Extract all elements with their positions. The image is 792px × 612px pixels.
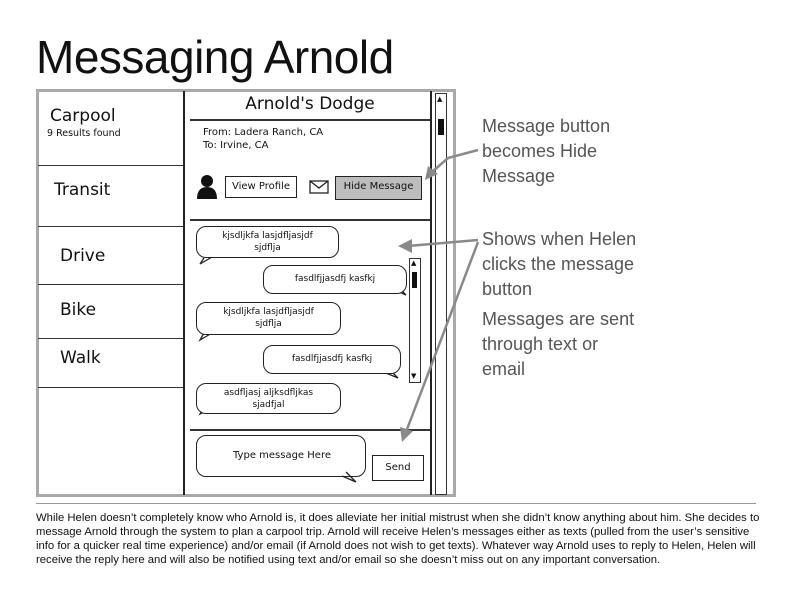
route-from: From: Ladera Ranch, CA <box>203 127 324 138</box>
scroll-up-arrow-icon[interactable]: ▲ <box>437 95 443 103</box>
message-text: fasdlfjjasdfj kasfkj <box>291 354 373 364</box>
annotation-hide-message: Message button becomes Hide Message <box>482 114 610 189</box>
compose-divider <box>190 429 430 431</box>
sidebar-item-label: Drive <box>60 246 106 266</box>
view-profile-button[interactable]: View Profile <box>225 176 297 198</box>
sidebar-divider <box>183 91 185 495</box>
route-info: From: Ladera Ranch, CA To: Irvine, CA <box>203 126 323 152</box>
main-scrollbar[interactable]: ▲ <box>435 93 447 495</box>
sidebar-item-walk[interactable]: Walk <box>38 339 184 388</box>
input-bubble-tail <box>341 471 357 483</box>
caption-text: While Helen doesn’t completely know who … <box>36 512 760 566</box>
annotation-line: through text or <box>482 334 599 354</box>
annotation-line: email <box>482 359 526 379</box>
results-count: 9 Results found <box>47 128 121 139</box>
ride-title: Arnold's Dodge <box>245 94 375 114</box>
annotation-arrows <box>398 148 480 442</box>
message-text: kjsdljkfa lasjdfljasjdf <box>223 307 314 317</box>
chat-top-divider <box>190 219 430 221</box>
message-text: asdfljasj aljksdfljkas <box>223 388 314 398</box>
avatar-icon[interactable] <box>196 174 218 200</box>
chat-scrollbar[interactable]: ▲ ▼ <box>409 258 421 383</box>
chat-message-received: kjsdljkfa lasjdfljasjdf sjdflja <box>196 302 341 335</box>
message-input[interactable]: Type message Here <box>196 435 366 477</box>
sidebar-item-label: Transit <box>54 180 111 200</box>
annotation-messages-sent: Messages are sent through text or email <box>482 307 634 382</box>
sidebar-item-bike[interactable]: Bike <box>38 285 184 339</box>
sidebar-item-drive[interactable]: Drive <box>38 227 184 285</box>
caption-divider <box>36 503 756 504</box>
annotation-line: Messages are sent <box>482 309 635 329</box>
message-text: sjdflja <box>254 243 281 253</box>
message-text: kjsdljkfa lasjdfljasjdf <box>222 231 313 241</box>
header-divider <box>190 119 430 121</box>
route-to: To: Irvine, CA <box>203 140 269 151</box>
sidebar-item-carpool[interactable]: Carpool 9 Results found <box>38 91 184 166</box>
annotation-line: Message button <box>482 116 611 136</box>
sidebar-item-label: Bike <box>60 300 97 320</box>
chat-message-sent: fasdlfjjasdfj kasfkj <box>263 265 407 294</box>
sidebar-item-label: Walk <box>60 348 101 368</box>
scroll-thumb[interactable] <box>412 272 417 288</box>
sidebar-item-transit[interactable]: Transit <box>38 166 184 227</box>
scroll-up-arrow-icon[interactable]: ▲ <box>411 259 417 267</box>
annotation-shows-when: Shows when Helen clicks the message butt… <box>482 227 636 302</box>
page-title: Messaging Arnold <box>36 31 394 83</box>
message-text: fasdlfjjasdfj kasfkj <box>294 274 376 284</box>
annotation-line: clicks the message <box>482 254 635 274</box>
message-text: sjadfjal <box>252 400 285 410</box>
send-button[interactable]: Send <box>372 455 424 481</box>
annotation-line: Shows when Helen <box>482 229 637 249</box>
annotation-line: becomes Hide <box>482 141 598 161</box>
chat-message-sent: fasdlfjjasdfj kasfkj <box>263 345 401 374</box>
hide-message-button[interactable]: Hide Message <box>335 176 422 200</box>
annotation-line: Message <box>482 166 556 186</box>
chat-message-received: kjsdljkfa lasjdfljasjdf sjdflja <box>196 226 339 258</box>
wireframe-frame <box>36 89 456 497</box>
panel-divider <box>430 91 432 495</box>
sidebar-item-label: Carpool <box>50 106 116 126</box>
chat-message-received: asdfljasj aljksdfljkas sjadfjal <box>196 383 341 414</box>
annotation-line: button <box>482 279 533 299</box>
scroll-thumb[interactable] <box>438 119 444 135</box>
envelope-icon[interactable] <box>309 180 329 194</box>
scroll-down-arrow-icon[interactable]: ▼ <box>411 372 417 380</box>
message-text: sjdflja <box>255 319 282 329</box>
